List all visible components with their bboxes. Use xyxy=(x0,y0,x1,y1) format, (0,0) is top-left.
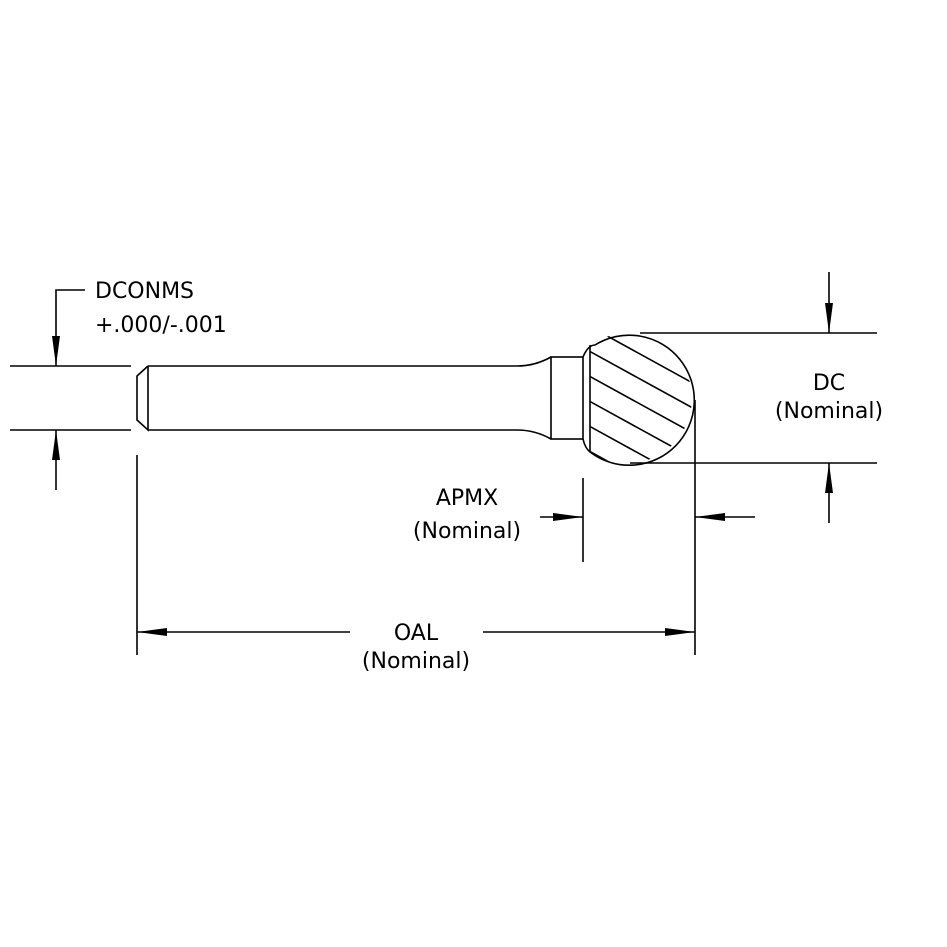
apmx-note: (Nominal) xyxy=(413,519,521,544)
apmx-dimension: APMX (Nominal) xyxy=(413,478,755,562)
dc-label: DC xyxy=(813,371,845,396)
shank xyxy=(136,356,584,440)
oal-label: OAL xyxy=(394,621,439,646)
dconms-tolerance: +.000/-.001 xyxy=(95,313,227,338)
oal-dimension: OAL (Nominal) xyxy=(136,400,696,674)
dconms-dimension: DCONMS +.000/-.001 xyxy=(10,279,227,490)
oal-note: (Nominal) xyxy=(362,649,470,674)
ball-head xyxy=(582,333,696,466)
dconms-label: DCONMS xyxy=(95,279,194,304)
dc-dimension: DC (Nominal) xyxy=(630,272,883,523)
dc-note: (Nominal) xyxy=(775,399,883,424)
apmx-label: APMX xyxy=(436,486,498,511)
